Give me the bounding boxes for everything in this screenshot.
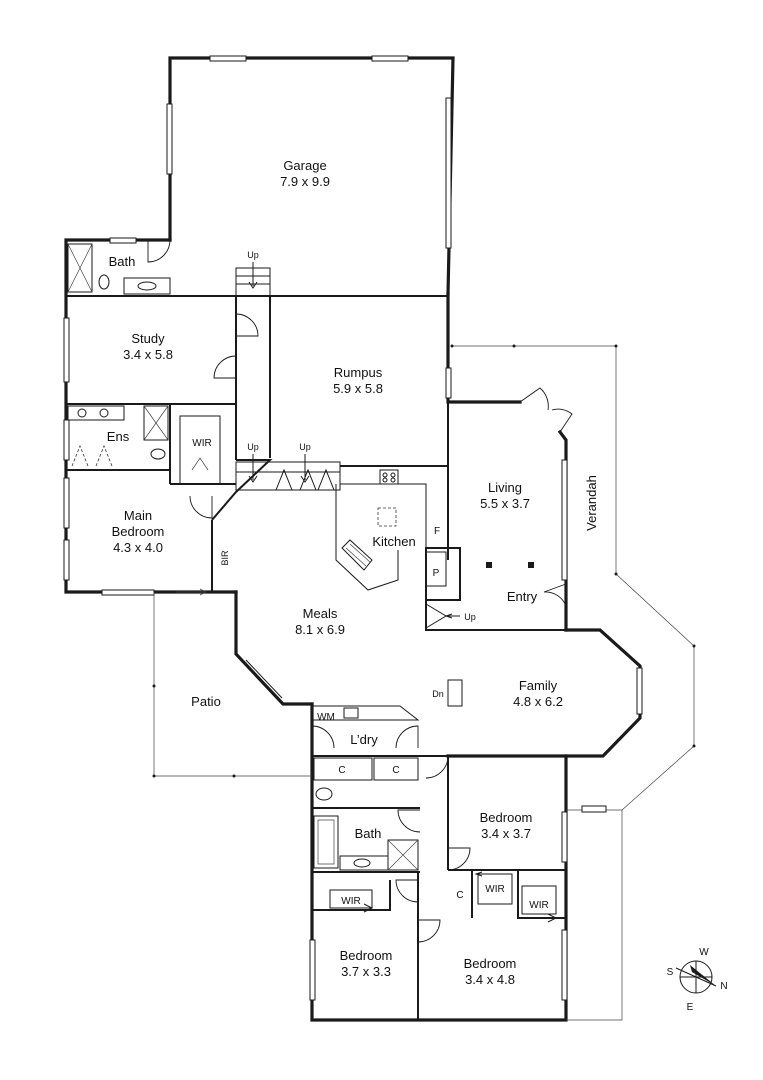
wm-name: WM — [317, 712, 335, 723]
bath-top-name: Bath — [109, 254, 136, 269]
labels: Garage 7.9 x 9.9 Bath Study 3.4 x 5.8 Ru… — [107, 158, 599, 987]
living-dims: 5.5 x 3.7 — [480, 496, 530, 511]
family-name: Family — [519, 678, 558, 693]
living-name: Living — [488, 480, 522, 495]
verandah-name: Verandah — [584, 475, 599, 531]
fridge-name: F — [434, 526, 440, 537]
cupboard-2-name: C — [392, 765, 399, 776]
rumpus-dims: 5.9 x 5.8 — [333, 381, 383, 396]
stair-up-entry: Up — [464, 612, 476, 622]
meals-dims: 8.1 x 6.9 — [295, 622, 345, 637]
interior-walls — [66, 295, 566, 1020]
meals-name: Meals — [303, 606, 338, 621]
garage-name: Garage — [283, 158, 326, 173]
stair-up-garage: Up — [247, 250, 259, 260]
compass-north: N — [720, 981, 727, 992]
compass-needle-icon — [690, 965, 716, 986]
cupboard-1-name: C — [338, 765, 345, 776]
main-bedroom-name1: Main — [124, 508, 152, 523]
exterior-walls — [64, 56, 642, 1022]
bath-bottom-name: Bath — [355, 826, 382, 841]
bedroom-2-dims: 3.7 x 3.3 — [341, 964, 391, 979]
verandah-outline — [450, 344, 696, 1021]
entry-name: Entry — [507, 589, 538, 604]
stair-dn-family: Dn — [432, 689, 444, 699]
wir-2-name: WIR — [485, 884, 504, 895]
wir-3-name: WIR — [529, 900, 548, 911]
bedroom-1-dims: 3.4 x 3.7 — [481, 826, 531, 841]
wir-main-name: WIR — [192, 438, 211, 449]
laundry-name: L’dry — [350, 732, 378, 747]
cupboard-3-name: C — [456, 890, 463, 901]
bedroom-2-name: Bedroom — [340, 948, 393, 963]
study-name: Study — [131, 331, 165, 346]
main-bedroom-name2: Bedroom — [112, 524, 165, 539]
compass-west: W — [699, 947, 709, 958]
stairs — [235, 262, 463, 707]
posts — [486, 562, 534, 568]
kitchen-name: Kitchen — [372, 534, 415, 549]
bedroom-1-name: Bedroom — [480, 810, 533, 825]
stair-up-left: Up — [247, 442, 259, 452]
compass-east: E — [687, 1002, 694, 1013]
compass-south: S — [667, 967, 674, 978]
pantry-name: P — [433, 568, 440, 579]
family-dims: 4.8 x 6.2 — [513, 694, 563, 709]
bedroom-3-name: Bedroom — [464, 956, 517, 971]
stair-up-right: Up — [299, 442, 311, 452]
fixtures — [67, 243, 558, 923]
bedroom-3-dims: 3.4 x 4.8 — [465, 972, 515, 987]
windows — [63, 55, 643, 1001]
rumpus-name: Rumpus — [334, 365, 383, 380]
compass: W S N E — [667, 947, 728, 1013]
bir-name: BIR — [220, 550, 230, 566]
patio-outline — [152, 588, 312, 778]
study-dims: 3.4 x 5.8 — [123, 347, 173, 362]
ens-name: Ens — [107, 429, 130, 444]
garage-dims: 7.9 x 9.9 — [280, 174, 330, 189]
main-bedroom-dims: 4.3 x 4.0 — [113, 540, 163, 555]
wir-1-name: WIR — [341, 896, 360, 907]
patio-name: Patio — [191, 694, 221, 709]
doors — [147, 239, 573, 943]
